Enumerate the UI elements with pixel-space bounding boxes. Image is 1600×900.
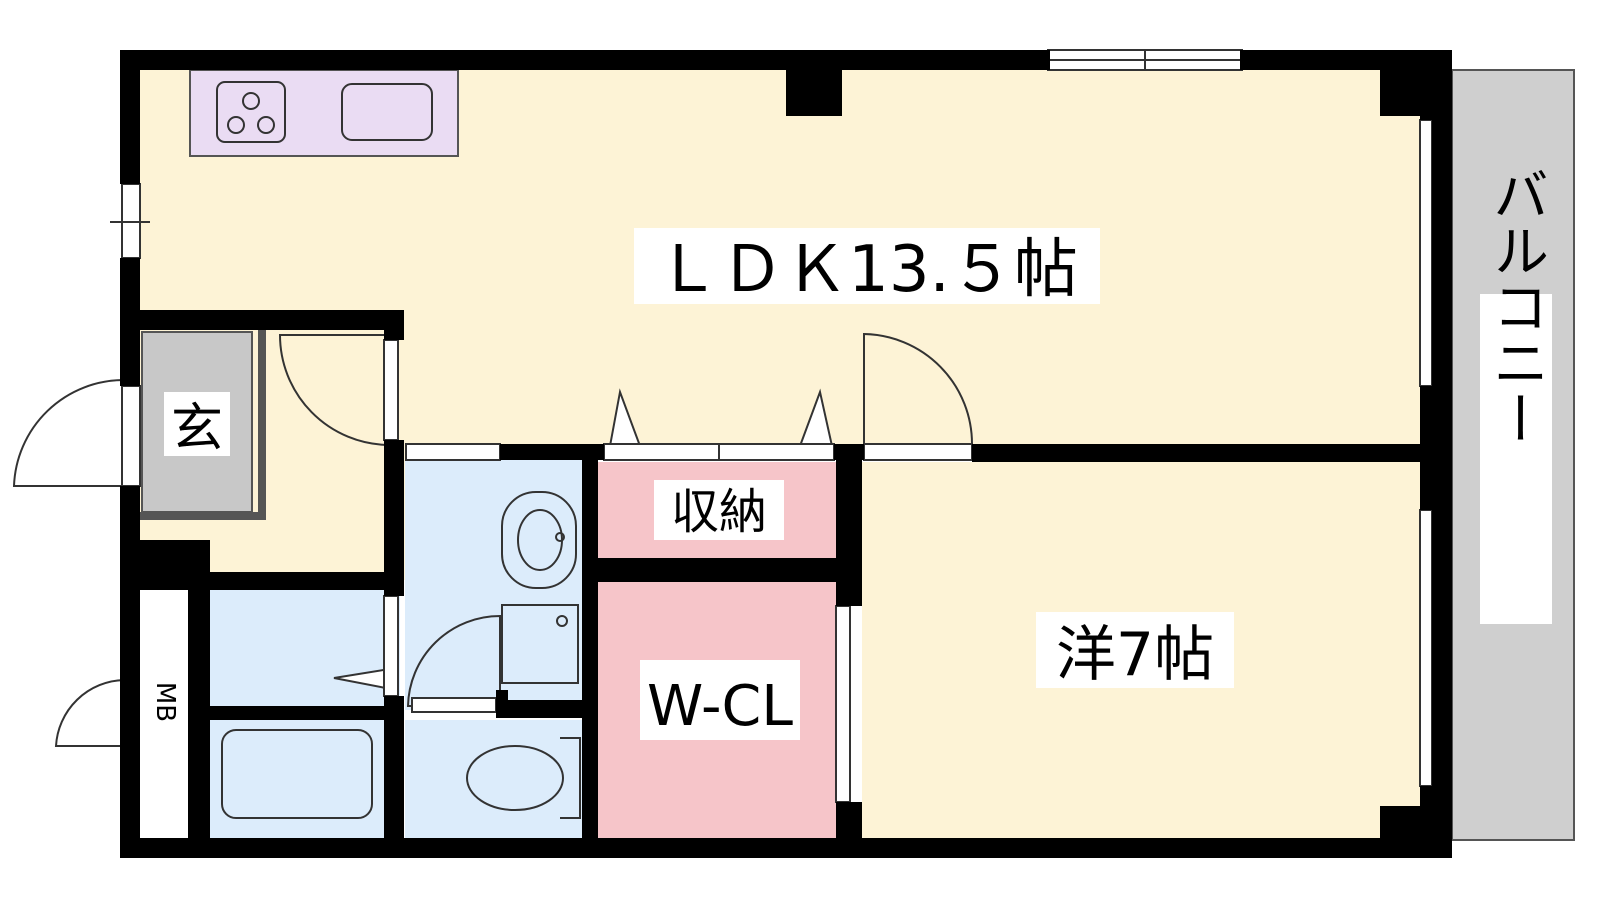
windows bbox=[110, 49, 1433, 803]
wardrobe-door-swing bbox=[863, 332, 974, 445]
entrance-label: 玄 bbox=[171, 399, 223, 459]
ldk-label-bg bbox=[634, 228, 1100, 304]
washbasin-icon bbox=[501, 491, 577, 589]
wall-left-top bbox=[120, 50, 140, 184]
mb-label-bg bbox=[148, 676, 182, 746]
toilet-floor bbox=[405, 720, 585, 840]
mb-label: MB bbox=[150, 682, 180, 722]
washing-machine-area bbox=[501, 604, 579, 684]
stove bbox=[216, 81, 286, 143]
drain-icon bbox=[556, 615, 568, 627]
mb-door-swing bbox=[54, 679, 125, 747]
entrance-label-bg bbox=[164, 392, 230, 456]
kitchen-sink bbox=[341, 83, 433, 141]
entrance-door-swing bbox=[278, 334, 389, 447]
burner-icon bbox=[227, 92, 275, 134]
toilet-icon bbox=[466, 737, 581, 819]
storage-label: 収納 bbox=[671, 484, 767, 540]
wall-bottom bbox=[120, 838, 1452, 858]
balcony-label-bg bbox=[1480, 294, 1552, 624]
column bbox=[786, 70, 842, 116]
front-door-swing bbox=[12, 379, 125, 487]
walls bbox=[120, 50, 1452, 858]
western-room-label-bg bbox=[1036, 612, 1234, 688]
western-room-label: 洋7帖 bbox=[1056, 620, 1214, 690]
ldk-label: ＬＤＫ13.５帖 bbox=[656, 233, 1078, 307]
door-swings bbox=[12, 332, 974, 747]
wcl-label-bg bbox=[640, 660, 800, 740]
storage-label-bg bbox=[654, 480, 784, 540]
washroom-door-swing bbox=[406, 614, 501, 707]
wcl-label: W-CL bbox=[647, 674, 793, 739]
balcony-label: バルコニー bbox=[1484, 166, 1549, 446]
bathtub bbox=[221, 729, 373, 819]
wall-top bbox=[120, 50, 1050, 70]
